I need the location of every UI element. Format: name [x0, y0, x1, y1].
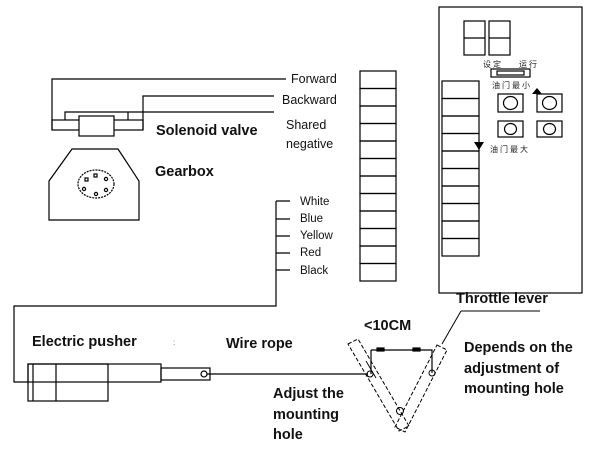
terminal-cell [441, 97, 480, 117]
wire-label-blue: Blue [300, 213, 324, 225]
terminal-cell [441, 115, 480, 135]
terminal-cell [441, 220, 480, 240]
backward-wire [142, 95, 274, 130]
terminal-cell [359, 87, 397, 107]
pusher-rod [160, 367, 211, 381]
solenoid-valve-label: Solenoid valve [156, 123, 258, 139]
controller-panel [438, 6, 583, 294]
shared-negative-label-1: Shared [286, 118, 327, 132]
up-arrow-icon [532, 88, 542, 94]
terminal-cell [359, 227, 397, 247]
throttle-min-label: 油门最小 [492, 81, 532, 90]
wire-label-black: Black [300, 265, 329, 277]
terminal-cell [359, 140, 397, 160]
terminal-block [359, 70, 397, 282]
terminal-cell [441, 237, 480, 257]
electric-pusher-label: Electric pusher [32, 334, 137, 350]
wire-rope-label: Wire rope [226, 336, 293, 352]
gearbox-label: Gearbox [155, 164, 214, 180]
adjust-hole-line-1: Adjust the [273, 386, 344, 402]
gearbox-outline [48, 148, 140, 221]
solenoid-valve-coil [78, 115, 115, 137]
forward-wire [51, 78, 286, 130]
separator-mark: : [173, 338, 176, 347]
throttle-max-label: 油门最大 [490, 145, 530, 154]
gearbox-flange [77, 169, 115, 199]
terminal-cell [359, 105, 397, 125]
depends-line-1: Depends on the [464, 340, 573, 356]
color-wire-bus [13, 201, 277, 383]
terminal-cell [441, 150, 480, 170]
terminal-cell [441, 167, 480, 187]
distance-annotation: <10CM [364, 318, 412, 334]
depends-line-2: adjustment of [464, 361, 560, 377]
wire-label-yellow: Yellow [300, 230, 333, 242]
adjust-hole-line-2: mounting [273, 407, 340, 423]
terminal-cell [359, 245, 397, 265]
throttle-lever-label: Throttle lever [456, 291, 548, 307]
mode-switch [490, 68, 531, 78]
forward-label: Forward [291, 72, 337, 86]
adjust-hole-line-3: hole [273, 427, 303, 443]
panel-terminal-block [441, 80, 480, 257]
set-label: 设定 [483, 60, 503, 69]
shared-negative-wire [64, 111, 274, 120]
terminal-cell [359, 70, 397, 90]
terminal-cell [441, 80, 480, 100]
wire-label-red: Red [300, 247, 322, 259]
wire-label-white: White [300, 196, 330, 208]
pusher-cylinder [27, 363, 162, 383]
terminal-cell [359, 262, 397, 282]
terminal-cell [359, 210, 397, 230]
backward-label: Backward [282, 93, 337, 107]
terminal-cell [441, 132, 480, 152]
down-arrow-icon [474, 142, 484, 150]
terminal-cell [359, 157, 397, 177]
depends-line-3: mounting hole [464, 381, 564, 397]
terminal-cell [441, 185, 480, 205]
terminal-cell [359, 192, 397, 212]
terminal-cell [441, 202, 480, 222]
terminal-cell [359, 175, 397, 195]
shared-negative-label-2: negative [286, 137, 334, 151]
terminal-cell [359, 122, 397, 142]
run-label: 运行 [519, 60, 539, 69]
